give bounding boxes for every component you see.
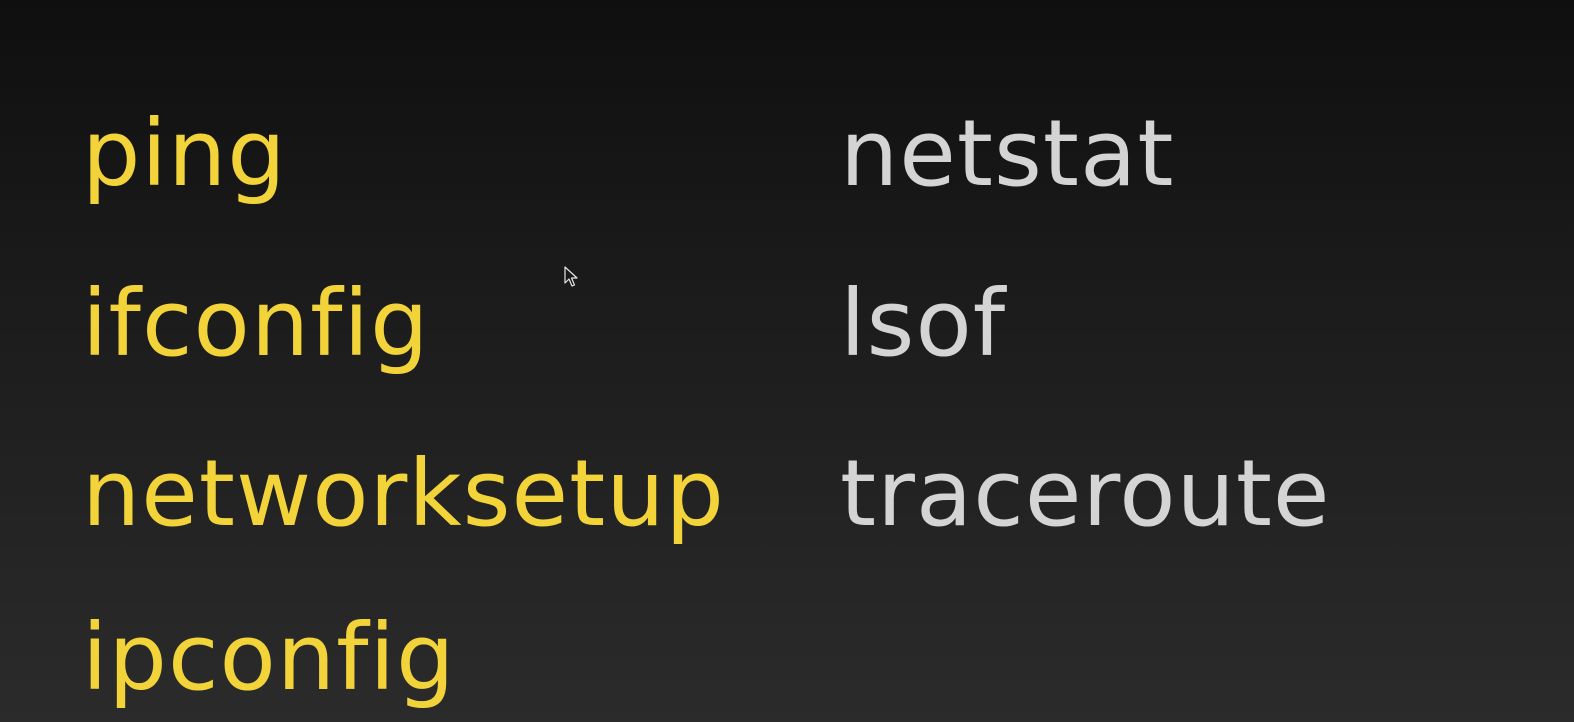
mouse-pointer-icon (564, 266, 578, 287)
command-ping: ping (82, 100, 287, 207)
command-lsof: lsof (840, 270, 1007, 377)
command-ipconfig: ipconfig (82, 604, 456, 711)
command-traceroute: traceroute (840, 440, 1331, 547)
command-netstat: netstat (840, 100, 1175, 207)
command-networksetup: networksetup (82, 440, 725, 547)
command-ifconfig: ifconfig (82, 270, 430, 377)
